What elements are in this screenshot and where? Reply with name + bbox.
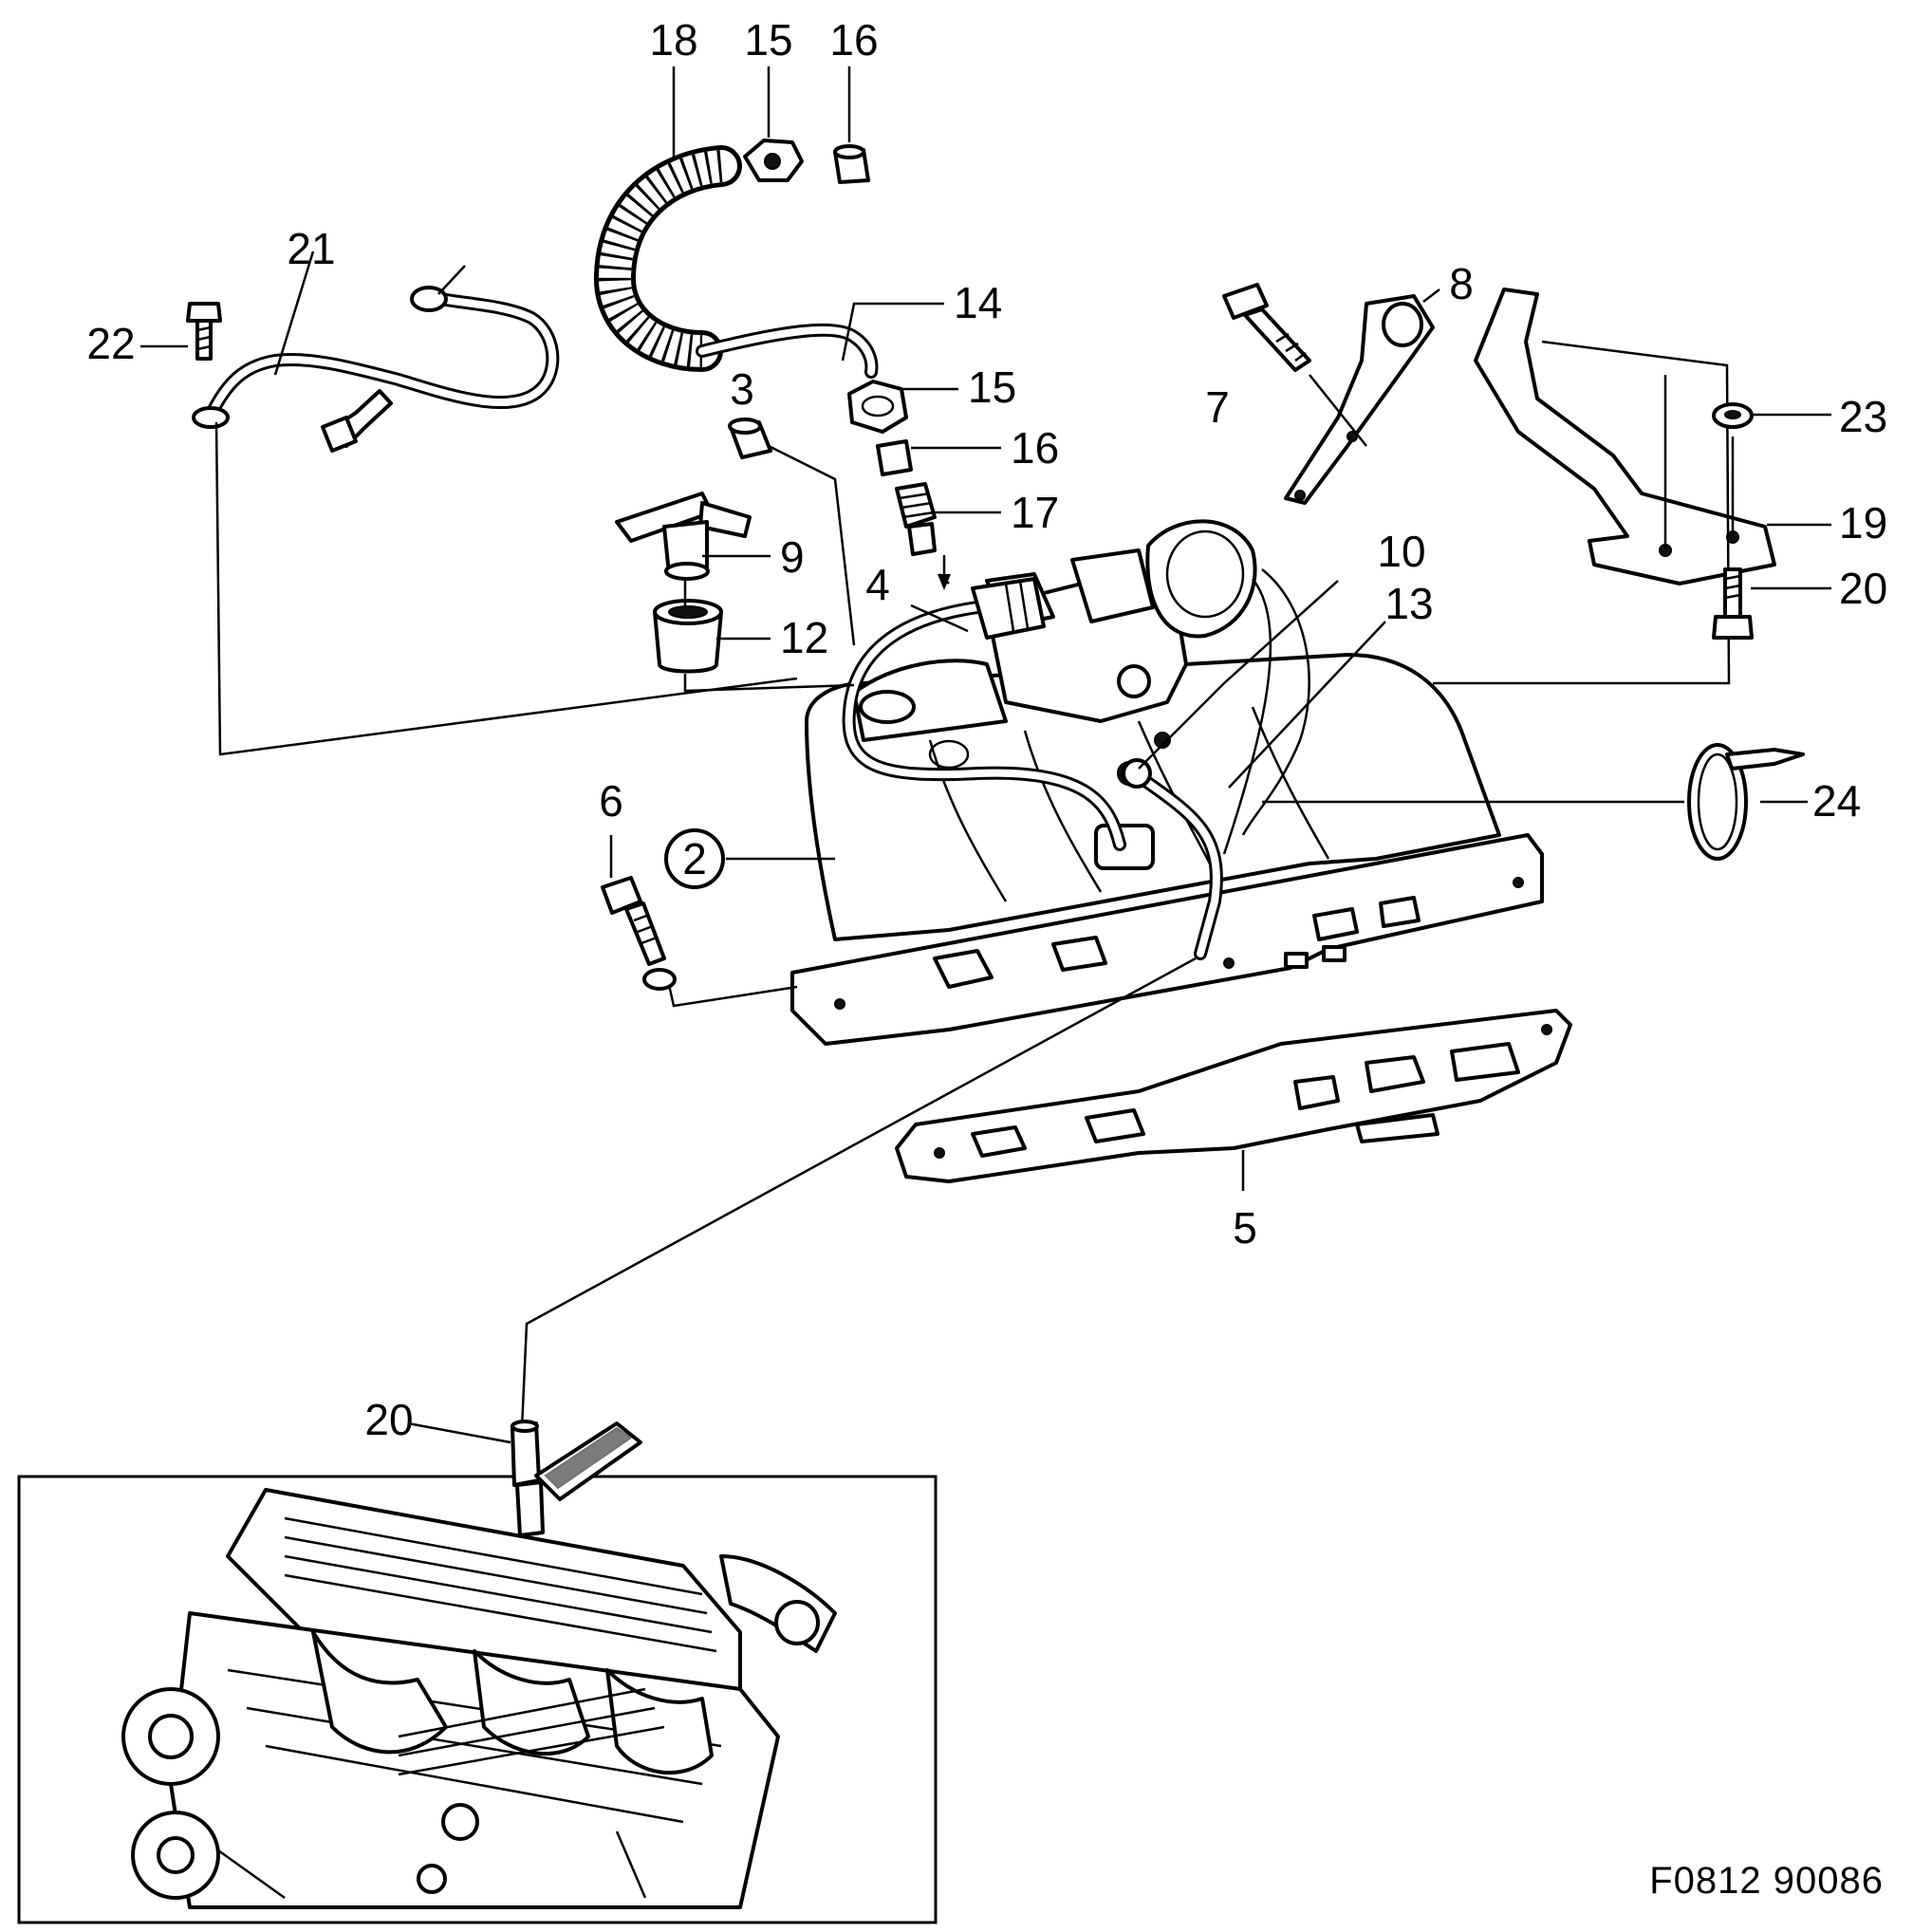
- pipe-21: [192, 265, 560, 429]
- callout-10: 10: [1377, 527, 1425, 576]
- drawing-code: F0812 90086: [1649, 1860, 1884, 1902]
- callout-14: 14: [954, 278, 1002, 327]
- bolt-20-top: [1712, 567, 1754, 640]
- union-17: [895, 482, 937, 556]
- callout-8: 8: [1449, 259, 1474, 308]
- seal-12: [653, 599, 723, 674]
- corrugated-hose-18: [594, 145, 742, 372]
- bolt-pipe-21: [321, 389, 393, 453]
- callout-18: 18: [649, 15, 697, 65]
- callout-22: 22: [86, 319, 135, 368]
- callout-13: 13: [1384, 579, 1433, 628]
- breather-t-piece-20: [511, 1420, 642, 1537]
- callout-23: 23: [1839, 392, 1887, 441]
- angle-union: [971, 577, 1046, 640]
- thin-wire: [1241, 568, 1310, 836]
- plug-3: [728, 418, 772, 459]
- intake-manifold: [790, 653, 1544, 1046]
- callout-15-middle: 15: [968, 362, 1016, 412]
- bracket-8: [1284, 294, 1435, 505]
- callout-16-middle: 16: [1011, 423, 1059, 473]
- callout-3: 3: [730, 364, 754, 414]
- gasket-5: [895, 1009, 1572, 1183]
- callout-2: 2: [682, 834, 707, 883]
- nut-15-middle: [847, 380, 908, 434]
- callout-4: 4: [865, 560, 890, 609]
- callout-15-top: 15: [744, 15, 792, 65]
- sleeve-16-middle: [876, 439, 913, 476]
- bolt-6: [601, 876, 677, 991]
- callout-2-circle: [664, 828, 725, 889]
- callout-7: 7: [1205, 382, 1230, 432]
- t-valve-9: [615, 492, 752, 581]
- hose-clamp-24: [1687, 743, 1805, 861]
- callout-20-bottom: 20: [364, 1395, 413, 1444]
- washer-23: [1712, 402, 1754, 429]
- callout-5: 5: [1233, 1203, 1257, 1253]
- callout-12: 12: [780, 613, 828, 662]
- callout-19: 19: [1839, 498, 1887, 548]
- callout-20-top: 20: [1839, 564, 1887, 613]
- callout-16-top: 16: [829, 15, 878, 65]
- nut-15-top: [743, 139, 804, 182]
- callout-9: 9: [780, 532, 805, 582]
- bracket-19: [1474, 288, 1776, 585]
- engine-inset: [17, 1475, 938, 1924]
- callout-17: 17: [1011, 488, 1059, 537]
- callout-6: 6: [599, 776, 623, 826]
- callout-24: 24: [1812, 776, 1861, 826]
- bolt-22: [186, 302, 222, 361]
- bolt-7: [1222, 283, 1311, 372]
- sleeve-16-top: [833, 144, 870, 184]
- callout-21: 21: [287, 224, 335, 273]
